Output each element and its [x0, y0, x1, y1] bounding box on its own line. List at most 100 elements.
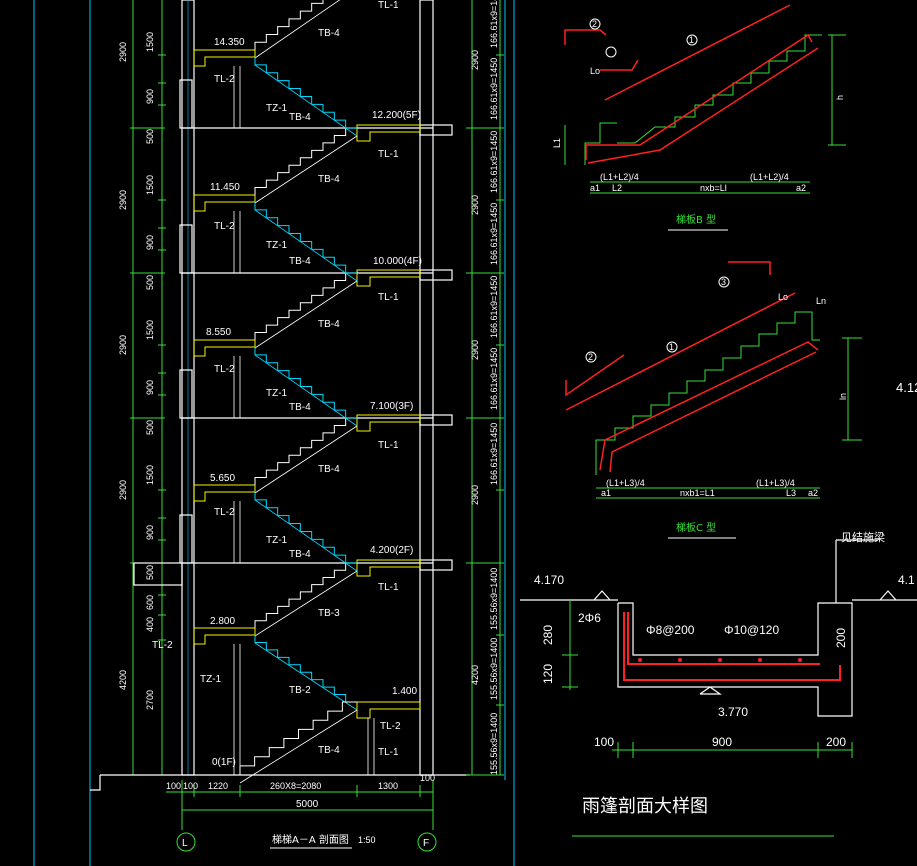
bottom-dim-5: 100: [420, 773, 435, 783]
floor-level-3: 4.200(2F): [370, 545, 413, 556]
tl2-label-e: TL-2: [152, 640, 173, 651]
tl1-label-f: TL-1: [378, 747, 399, 758]
slab-type-c: 2 3 1 a1 (L1+L3)/4 nxb1=L1 (L1+L3)/4 L3 …: [565, 261, 917, 539]
flight-up-1-slab: [254, 135, 358, 204]
tb4-label-i: TB-4: [318, 745, 340, 756]
dim-right-0: 2900: [470, 50, 480, 70]
stair-flights: [239, 0, 358, 784]
step-right-6: 166.61x9=1450: [489, 423, 499, 485]
dim-left-9: 1500: [145, 320, 155, 340]
floor-level-1: 10.000(4F): [373, 256, 422, 267]
tb3-label: TB-3: [318, 608, 340, 619]
flight-down-1-slab: [254, 209, 358, 282]
dim-right-3: 2900: [470, 485, 480, 505]
typeb-circle-1: 1: [689, 35, 694, 45]
slab-type-b: 2 1 a1 L2 nxb=Ll (L1+L2)/4 (L1+L2)/4 a2 …: [552, 4, 846, 231]
typec-side-lo: Lo: [778, 292, 788, 302]
section-title: 梯梯A－A 剖面图: [272, 833, 349, 846]
tb4-label-e: TB-4: [318, 319, 340, 330]
dim-left-13: 1500: [145, 465, 155, 485]
dim-left-19: 2700: [145, 690, 155, 710]
typeb-dim-a1: a1: [590, 183, 600, 193]
tb2-label: TB-2: [289, 685, 311, 696]
axis-label-l: L: [182, 838, 188, 849]
dim-left-16: 600: [145, 595, 155, 610]
typec-side-ln: Ln: [816, 296, 826, 306]
canopy-height-0: 280: [541, 625, 555, 645]
step-right-7: 155.56x9=1400: [489, 568, 499, 630]
flight-down-2-slab: [254, 354, 358, 427]
step-right-2: 166.61x9=1450: [489, 131, 499, 193]
floor-level-2: 7.100(3F): [370, 401, 413, 412]
dim-left-2: 900: [145, 89, 155, 104]
tl2-label-c: TL-2: [214, 364, 235, 375]
tl1-label-b: TL-1: [378, 149, 399, 160]
typeb-dim-q1: (L1+L2)/4: [600, 172, 639, 182]
step-right-5: 166.61x9=1450: [489, 348, 499, 410]
typeb-side-l1: L1: [552, 138, 562, 148]
flight-ground-slab: [239, 709, 358, 784]
flight-down-4: [254, 635, 357, 703]
flight-ground: [239, 701, 357, 775]
dim-left-18: 4200: [118, 670, 128, 690]
typec-circle-3: 3: [721, 277, 726, 287]
tb4-label-b: TB-4: [289, 112, 311, 123]
dim-left-5: 1500: [145, 175, 155, 195]
axis-label-f: F: [423, 838, 429, 849]
canopy-title: 雨篷剖面大样图: [582, 796, 708, 817]
component-labels: TL-1 TB-4 TL-2 TZ-1 TB-4 TL-1 TB-4 TL-2 …: [152, 0, 401, 758]
canopy-bottom-dim-0: 100: [594, 735, 614, 749]
tz1-label-d: TZ-1: [266, 535, 288, 546]
dim-left-0: 2900: [118, 42, 128, 62]
canopy-detail: 4.170 4.1 3.770 2Φ6 Φ8@200 Φ10@120 280 1…: [520, 530, 917, 837]
flight-up-4-slab: [254, 570, 358, 637]
bottom-dim-2: 1220: [208, 781, 228, 791]
flight-down-3-slab: [254, 499, 358, 572]
canopy-bottom-dim-1: 900: [712, 735, 732, 749]
typec-caption: 梯板C 型: [676, 521, 716, 534]
flight-up-3: [254, 417, 357, 485]
dim-left-7: 500: [145, 275, 155, 290]
dim-left-6: 900: [145, 235, 155, 250]
dim-left-4: 2900: [118, 190, 128, 210]
landing-level-4: 2.800: [210, 616, 235, 627]
landing-level-3: 5.650: [210, 473, 235, 484]
canopy-level-right: 4.1: [898, 573, 915, 587]
dim-left-12: 2900: [118, 480, 128, 500]
canopy-level-left: 4.170: [534, 573, 564, 587]
flight-up-0: [254, 0, 324, 50]
typeb-dim-l2: L2: [612, 183, 622, 193]
landings: [193, 49, 421, 719]
dim-left-15: 500: [145, 565, 155, 580]
flight-down-0-slab: [254, 64, 358, 137]
typeb-dim-a2: a2: [796, 183, 806, 193]
typec-side-h: ln: [838, 393, 848, 400]
floor-level-0: 12.200(5F): [372, 110, 421, 121]
typeb-side-lo: Lo: [590, 66, 600, 76]
bottom-dim-4: 1300: [378, 781, 398, 791]
tz1-label-b: TZ-1: [266, 240, 288, 251]
flight-up-2: [254, 272, 357, 340]
typec-dim-a1: a1: [601, 488, 611, 498]
tb4-label-g: TB-4: [318, 464, 340, 475]
dim-left-17: 400: [145, 617, 155, 632]
dim-left-11: 500: [145, 420, 155, 435]
right-dimension-column: [466, 0, 504, 776]
tz1-label-e: TZ-1: [200, 674, 222, 685]
landing-level-5: 1.400: [392, 686, 417, 697]
typec-dim-nxb: nxb1=L1: [680, 488, 715, 498]
typec-circle-1: 1: [669, 342, 674, 352]
canopy-level-bottom: 3.770: [718, 705, 748, 719]
tz1-label-c: TZ-1: [266, 388, 288, 399]
flight-up-1: [254, 127, 357, 195]
bottom-dim-3: 260X8=2080: [270, 781, 321, 791]
tl1-label-e: TL-1: [378, 582, 399, 593]
typeb-side-h: h: [835, 95, 845, 100]
tb4-label-f: TB-4: [289, 402, 311, 413]
left-dimension-texts: 2900 1500 900 500 2900 1500 900 500 2900…: [118, 32, 155, 710]
flight-up-0-slab: [254, 0, 341, 59]
typec-dim-q1: (L1+L3)/4: [606, 478, 645, 488]
tb4-label-c: TB-4: [318, 174, 340, 185]
dim-left-10: 900: [145, 380, 155, 395]
step-right-1: 166.61x9=1450: [489, 58, 499, 120]
